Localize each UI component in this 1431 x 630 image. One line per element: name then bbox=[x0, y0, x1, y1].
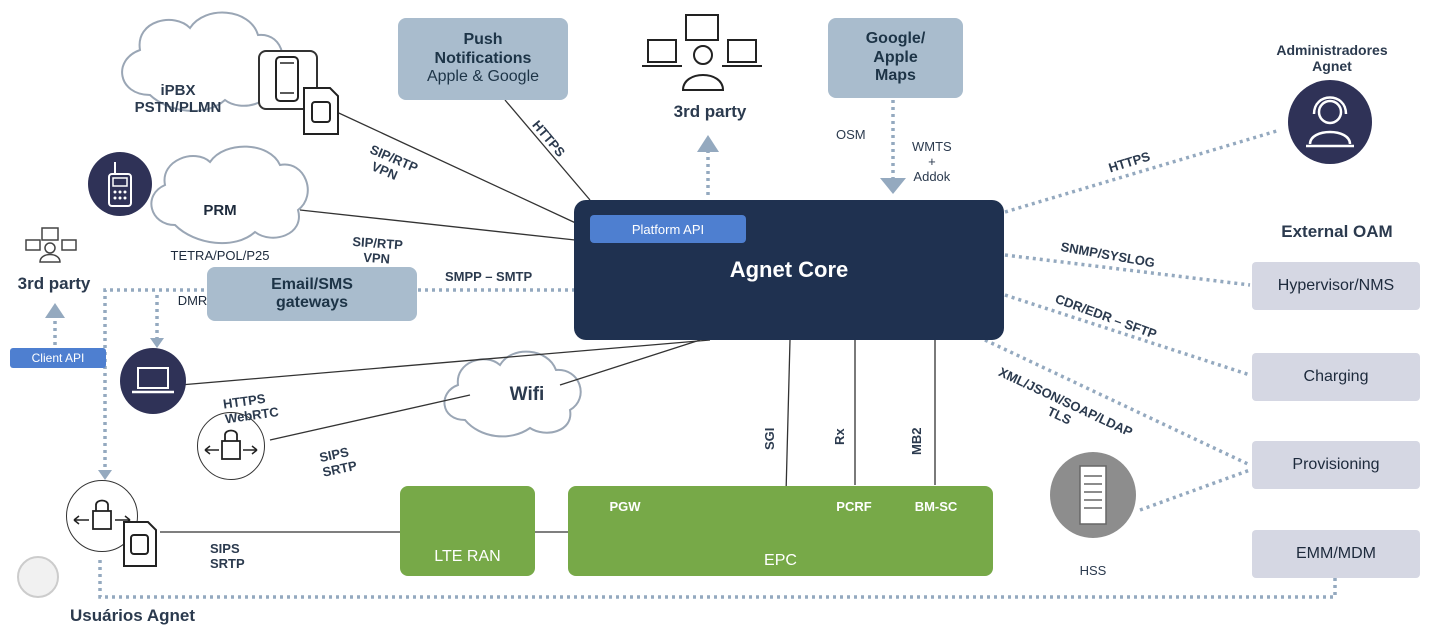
agnet-core-title: Agnet Core bbox=[729, 257, 849, 282]
client-api-badge: Client API bbox=[10, 348, 106, 368]
laptop-icon bbox=[132, 367, 174, 394]
users-label: Usuários Agnet bbox=[70, 606, 196, 625]
lte-ran-label: LTE RAN bbox=[434, 548, 501, 565]
link-label-osm: OSM bbox=[836, 127, 866, 142]
lock-icon-2 bbox=[73, 499, 131, 530]
wifi-label: Wifi bbox=[509, 384, 545, 405]
server-rack-icon bbox=[1079, 465, 1107, 525]
faint-circle-icon bbox=[17, 556, 59, 598]
dotted-links bbox=[53, 100, 1337, 599]
lte-ran-box: LTE RAN bbox=[400, 486, 535, 576]
external-oam-label: External OAM bbox=[1281, 222, 1393, 241]
headset-icon bbox=[1306, 96, 1354, 148]
third-party-computers-icon bbox=[642, 14, 762, 91]
pgw-label: PGW bbox=[609, 499, 641, 514]
sim-card-icon bbox=[303, 87, 339, 135]
epc-label: EPC bbox=[764, 552, 797, 569]
ipbx-cloud bbox=[121, 11, 284, 112]
lock-icon bbox=[204, 429, 258, 460]
wifi-cloud bbox=[443, 350, 582, 438]
third-party-small-icon bbox=[25, 227, 77, 263]
epc-box: EPC bbox=[568, 486, 993, 576]
link-label-wmts: WMTS+Addok bbox=[912, 138, 952, 184]
smartphone-icon bbox=[275, 56, 299, 102]
arrow-heads bbox=[45, 135, 906, 480]
sim-card-icon-2 bbox=[123, 521, 157, 567]
third-party-left-label: 3rd party bbox=[17, 274, 91, 293]
bmsc-label: BM-SC bbox=[914, 499, 958, 514]
link-label-mb2: MB2 bbox=[909, 427, 924, 455]
push-notifications-box: Push Notifications Apple & Google bbox=[398, 18, 568, 100]
secure-lock-circle-1 bbox=[197, 412, 265, 480]
platform-api-badge: Platform API bbox=[590, 215, 746, 243]
link-label-smpp: SMPP – SMTP bbox=[445, 269, 533, 284]
charging-box: Charging bbox=[1252, 353, 1420, 401]
pcrf-label: PCRF bbox=[836, 499, 872, 514]
laptop-circle bbox=[120, 348, 186, 414]
link-label-sgi: SGI bbox=[762, 427, 777, 450]
solid-links bbox=[160, 94, 936, 533]
provisioning-box: Provisioning bbox=[1252, 441, 1420, 489]
third-party-top-label: 3rd party bbox=[673, 102, 747, 121]
maps-box: Google/ Apple Maps bbox=[828, 18, 963, 98]
prm-cloud bbox=[150, 145, 309, 245]
hypervisor-nms-box: Hypervisor/NMS bbox=[1252, 262, 1420, 310]
walkie-talkie-icon bbox=[108, 162, 132, 207]
link-label-rx: Rx bbox=[832, 428, 847, 445]
hss-label: HSS bbox=[1079, 563, 1107, 578]
emm-mdm-box: EMM/MDM bbox=[1252, 530, 1420, 578]
